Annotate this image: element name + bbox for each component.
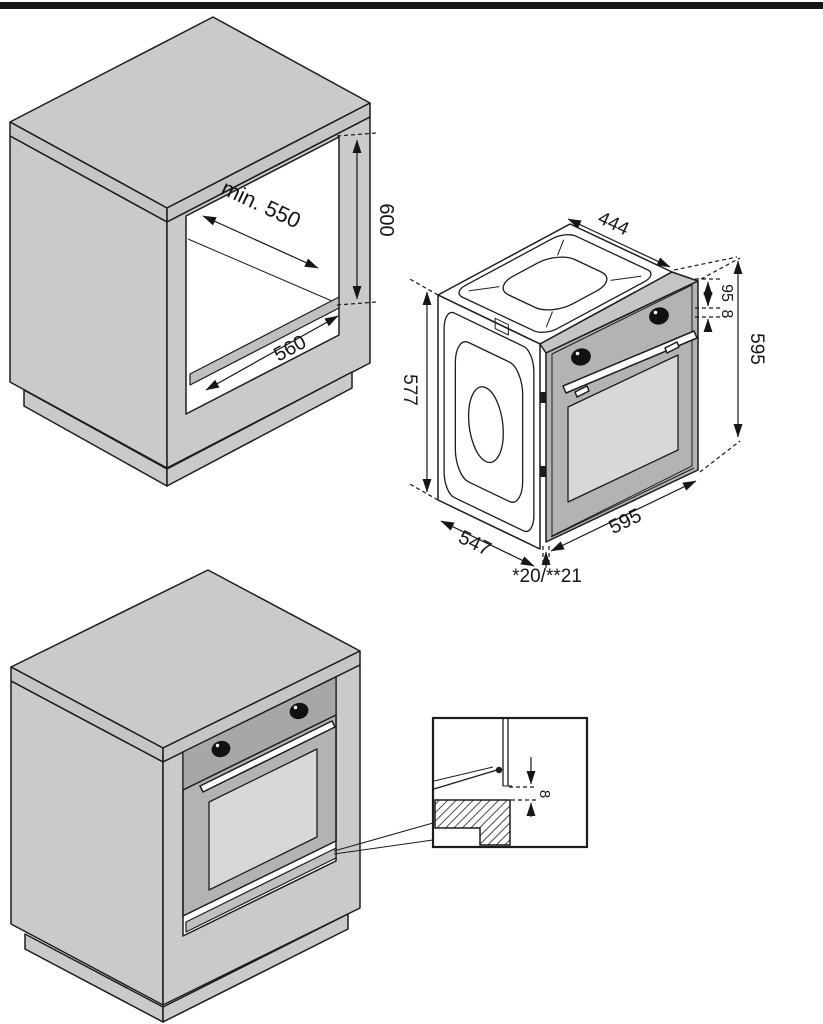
detail-gap-label: 8 [536, 790, 553, 798]
callout-line-lower [333, 839, 434, 855]
callout-lines [333, 822, 434, 855]
oven-handle-bracket [664, 341, 680, 354]
detail-oven-bottom-line2 [433, 766, 494, 782]
oven-top-corner-line [545, 240, 576, 256]
dim-oven-lip-label: 8 [718, 310, 735, 319]
dim-ext-front-top [700, 257, 741, 280]
dim-oven-side-height-label: 577 [399, 374, 420, 406]
cabinet-plinth-right [162, 913, 349, 1023]
oven-hinge-mark [539, 466, 547, 477]
fixing-detail-inset: 8 [431, 716, 589, 849]
dim-oven-depth-label: 547 [455, 526, 495, 560]
oven-front-inner-line [551, 284, 693, 537]
installed-door-glass [208, 748, 318, 891]
dim-niche-width-arrow [205, 315, 339, 391]
detail-oven-bottom-line [433, 769, 498, 790]
detail-corner-joint [495, 766, 503, 774]
installed-bottom-rail [185, 847, 337, 933]
installed-knob-highlight [293, 705, 298, 710]
oven-side-panel [437, 294, 541, 550]
dim-ext-side-top [407, 277, 439, 296]
dim-oven-top-width-arrow [567, 218, 671, 268]
callout-line-upper [333, 822, 434, 852]
oven-side-emboss-inner [469, 379, 504, 469]
dim-oven-panel-height-label: 95 [718, 284, 735, 302]
top-divider-bar [0, 2, 823, 9]
oven-handle [562, 330, 698, 394]
oven-side-emboss-mid [455, 336, 522, 508]
oven-side-emboss-outer [444, 308, 534, 536]
oven-top-corner-line [534, 312, 565, 328]
dim-ext-side-bottom [407, 482, 439, 501]
cabinet-plinth-right [166, 371, 353, 487]
dim-oven-front-width-arrow [550, 480, 697, 552]
oven-knob-highlight [575, 351, 580, 356]
oven-hinge-mark [539, 392, 547, 403]
oven-top-corner-line [611, 270, 642, 286]
dim-ext-front-bottom [699, 440, 741, 473]
oven-top-corner-line [469, 281, 500, 297]
dim-niche-depth-arrow [202, 215, 319, 269]
dim-niche-height-label: 600 [375, 203, 397, 236]
oven-handle-bracket [574, 385, 590, 398]
oven-installed-view [10, 569, 361, 1023]
dim-ext-top-right [673, 256, 738, 271]
dim-oven-front-height-label: 595 [746, 333, 767, 365]
cabinet-cutout-view: min. 550 600 560 [9, 16, 397, 487]
installed-oven-handle [199, 720, 336, 793]
oven-side-panel-detail [444, 294, 534, 536]
dim-oven-depth-arrow [440, 520, 535, 567]
oven-side-top-tab [495, 318, 508, 335]
detail-worktop-section-hatched [434, 799, 511, 846]
oven-knob-highlight [653, 310, 658, 315]
installed-knob-highlight [215, 743, 220, 748]
dim-oven-top-width-label: 444 [595, 208, 633, 241]
dim-oven-recess-label: *20/**21 [512, 566, 582, 587]
oven-door-glass [567, 354, 679, 503]
oven-dimensions-view: 444 577 95 8 595 547 595 *20/**21 [399, 208, 767, 587]
